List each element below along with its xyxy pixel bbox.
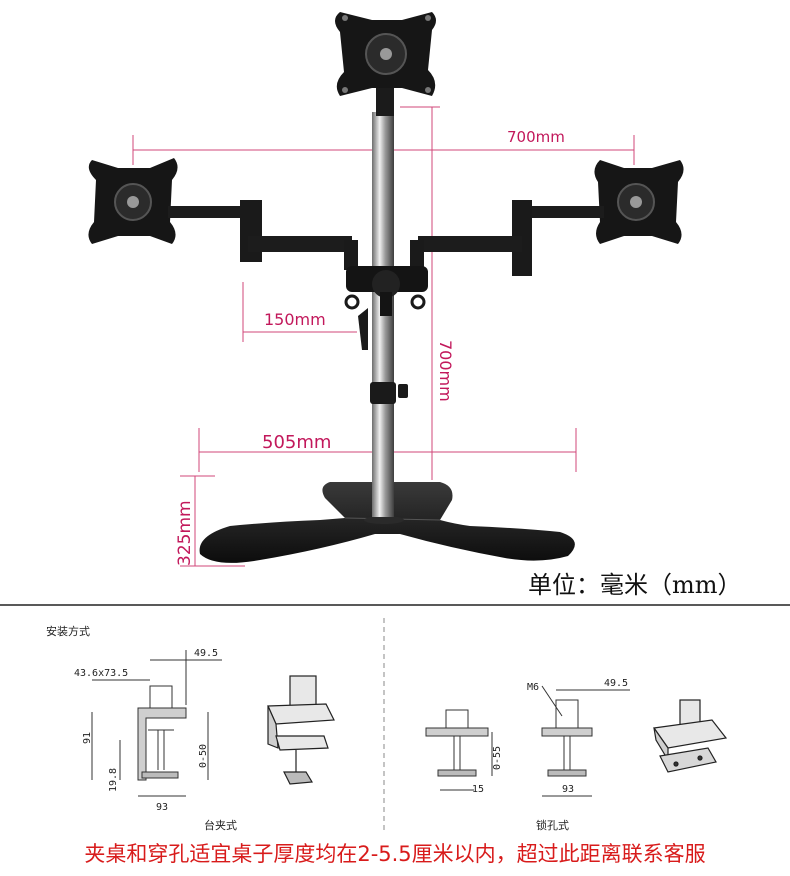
clamp-caption: 台夹式 <box>204 818 237 832</box>
unit-label: 单位：毫米（mm） <box>528 571 742 599</box>
clamp-dim-top-width: 49.5 <box>194 648 218 659</box>
grommet-technical-drawing <box>425 685 630 797</box>
grommet-isometric-sketch <box>652 699 728 773</box>
grommet-dim-top-width: 49.5 <box>604 678 628 689</box>
dim-top-width: 700mm <box>507 128 565 146</box>
dim-arm-length: 150mm <box>264 310 326 329</box>
grommet-caption: 锁孔式 <box>536 818 569 832</box>
dim-pole-height: 700mm <box>436 340 455 402</box>
pole-collar <box>370 382 396 404</box>
grommet-dim-screw: M6 <box>527 682 539 693</box>
grommet-dim-range: 0-55 <box>492 746 503 770</box>
clamp-technical-drawing <box>91 650 222 797</box>
clamp-dim-height: 91 <box>82 732 93 744</box>
top-vesa-mount <box>335 12 436 116</box>
footer-note: 夹桌和穿孔适宜桌子厚度均在2-5.5厘米以内，超过此距离联系客服 <box>84 842 706 866</box>
grommet-dim-small: 15 <box>472 784 484 795</box>
clamp-dim-range: 0-50 <box>198 744 209 768</box>
grommet-dim-base: 93 <box>562 784 574 795</box>
dim-base-height: 325mm <box>175 500 195 566</box>
clamp-dim-plate: 43.6x73.5 <box>74 668 128 679</box>
arm-hub <box>344 266 428 350</box>
right-monitor-arm <box>410 160 684 276</box>
left-monitor-arm <box>88 158 358 270</box>
stand-base <box>199 482 575 563</box>
dim-base-width: 505mm <box>262 432 331 453</box>
clamp-dim-base: 93 <box>156 802 168 813</box>
clamp-isometric-sketch <box>267 675 335 785</box>
clamp-dim-lower: 19.8 <box>108 768 119 792</box>
install-heading: 安装方式 <box>46 624 90 638</box>
